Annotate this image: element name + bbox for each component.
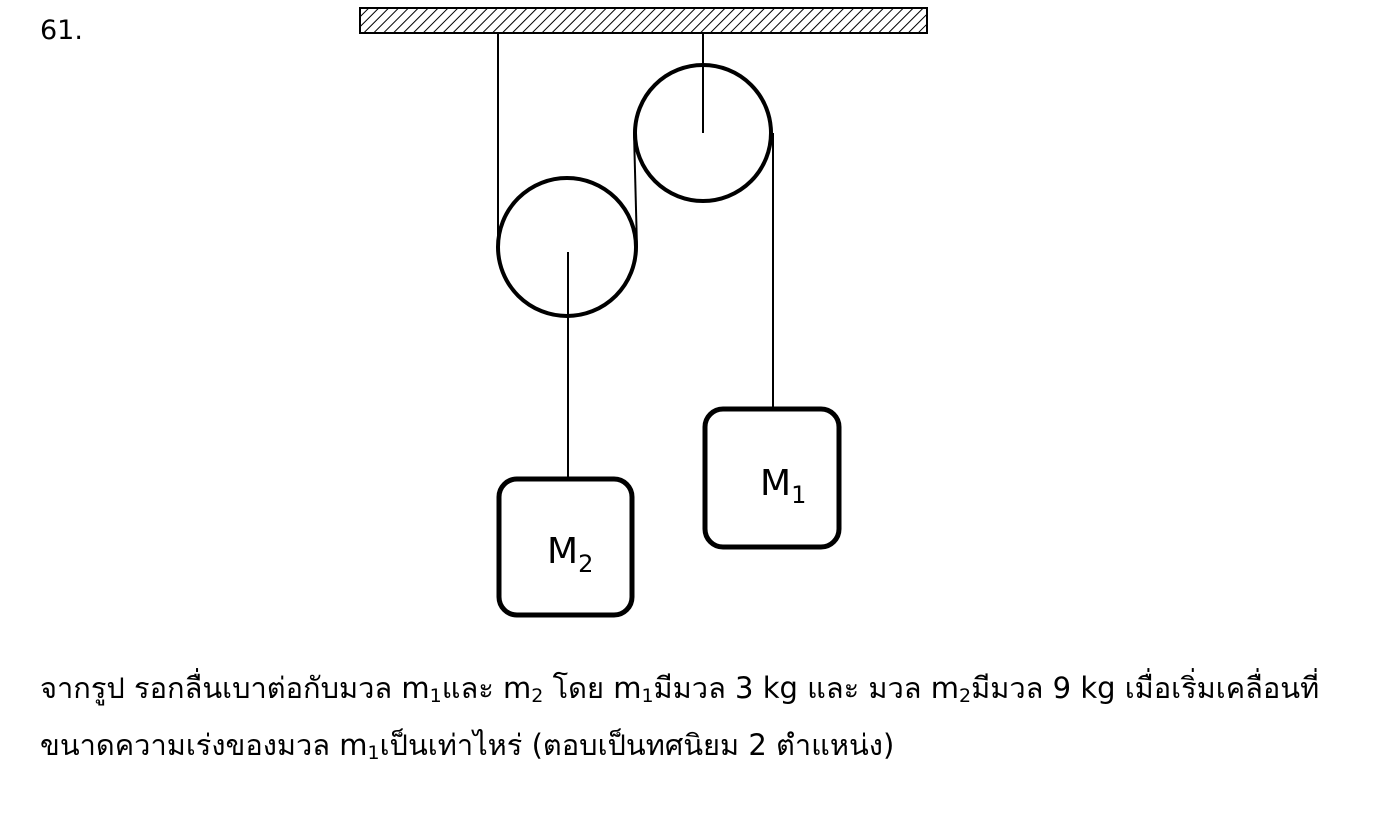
subscript-1: 1 xyxy=(429,685,442,707)
subscript-1: 1 xyxy=(367,742,380,764)
subscript-2: 2 xyxy=(531,685,544,707)
rope-between-pulleys xyxy=(633,132,638,248)
mass-m1-block xyxy=(702,406,842,550)
question-line-1-part-2: และ m xyxy=(441,671,532,705)
question-line-1-part-5: มีมวล 9 kg เมื่อเริ่มเคลื่อนที่ xyxy=(971,671,1320,705)
subscript-2: 2 xyxy=(959,685,972,707)
question-number: 61. xyxy=(40,15,83,46)
question-line-1-part-3: โดย m xyxy=(543,671,642,705)
fixed-pulley xyxy=(633,63,773,203)
mass-m1-label: M1 xyxy=(760,463,806,509)
mass-m2-block xyxy=(496,476,635,618)
question-line-2: ขนาดความเร่งของมวล m1เป็นเท่าไหร่ (ตอบเป… xyxy=(40,717,1380,774)
mass-m2-label: M2 xyxy=(547,531,593,578)
question-line-1-part-4: มีมวล 3 kg และ มวล m xyxy=(653,671,960,705)
subscript-1: 1 xyxy=(641,685,654,707)
question-text: จากรูป รอกลื่นเบาต่อกับมวล m1และ m2 โดย … xyxy=(40,660,1380,774)
question-line-2-part-1: ขนาดความเร่งของมวล m xyxy=(40,728,368,762)
pulley-diagram: M1 M2 xyxy=(359,7,928,618)
question-line-1: จากรูป รอกลื่นเบาต่อกับมวล m1และ m2 โดย … xyxy=(40,660,1380,717)
ceiling xyxy=(359,7,928,34)
question-line-2-part-2: เป็นเท่าไหร่ (ตอบเป็นทศนิยม 2 ตำแหน่ง) xyxy=(379,728,895,762)
question-line-1-part-1: จากรูป รอกลื่นเบาต่อกับมวล m xyxy=(40,671,430,705)
